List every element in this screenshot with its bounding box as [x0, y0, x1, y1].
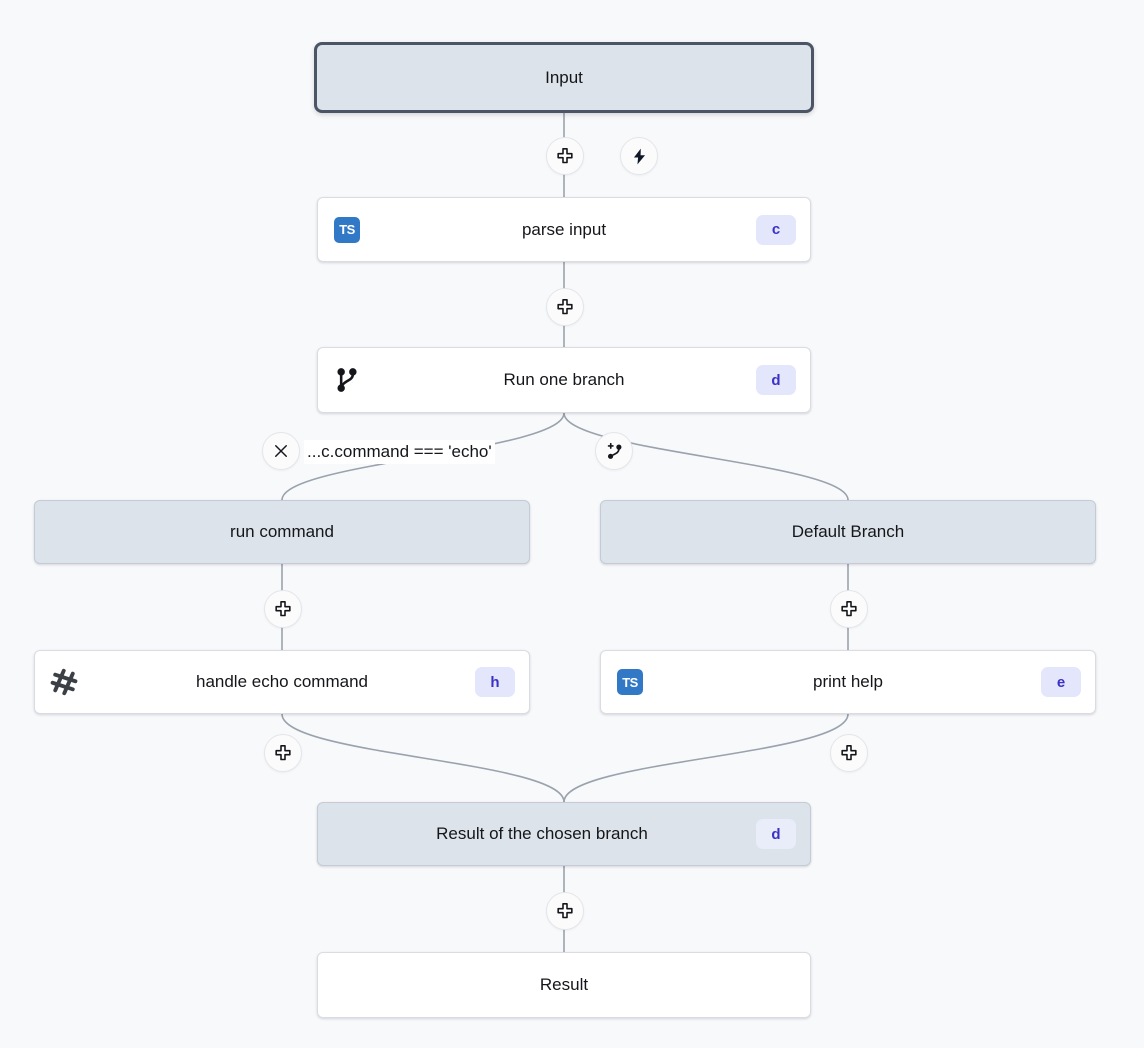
node-result-label: Result [539, 975, 589, 994]
typescript-icon: TS [615, 667, 645, 697]
node-print-help-label: print help [813, 672, 883, 691]
shortcut-badge-h[interactable]: h [475, 667, 515, 697]
node-branch-default[interactable]: Default Branch [600, 500, 1096, 564]
add-step-plus-icon-1[interactable] [546, 137, 584, 175]
node-run-one-branch[interactable]: Run one branch d [317, 347, 811, 413]
add-step-plus-icon-5[interactable] [264, 734, 302, 772]
git-branch-icon [332, 365, 362, 395]
shortcut-badge-d[interactable]: d [756, 365, 796, 395]
shortcut-badge-d-result[interactable]: d [756, 819, 796, 849]
node-result-of-chosen-branch-label: Result of the chosen branch [436, 824, 648, 843]
node-parse-input-label: parse input [521, 219, 607, 239]
node-branch-run-command[interactable]: run command [34, 500, 530, 564]
node-handle-echo-command[interactable]: handle echo command h [34, 650, 530, 714]
add-step-plus-icon-6[interactable] [830, 734, 868, 772]
add-step-plus-icon-7[interactable] [546, 892, 584, 930]
shortcut-badge-c[interactable]: c [756, 214, 796, 245]
node-input[interactable]: Input [314, 42, 814, 113]
node-print-help[interactable]: TS print help e [600, 650, 1096, 714]
edge-printhelp-result [563, 713, 849, 803]
lightning-bolt-icon[interactable] [620, 137, 658, 175]
node-result[interactable]: Result [317, 952, 811, 1018]
edge-handleecho-result [281, 713, 565, 803]
shortcut-badge-e[interactable]: e [1041, 667, 1081, 697]
add-branch-icon[interactable] [595, 432, 633, 470]
add-step-plus-icon-3[interactable] [264, 590, 302, 628]
node-input-label: Input [545, 67, 583, 87]
node-branch-default-label: Default Branch [791, 522, 905, 541]
branch-condition-label[interactable]: ...c.command === 'echo' [304, 440, 495, 464]
delete-branch-x-icon[interactable] [262, 432, 300, 470]
add-step-plus-icon-2[interactable] [546, 288, 584, 326]
node-handle-echo-command-label: handle echo command [195, 672, 368, 691]
bash-hash-icon [49, 667, 79, 697]
add-step-plus-icon-4[interactable] [830, 590, 868, 628]
node-run-one-branch-label: Run one branch [503, 370, 625, 389]
node-parse-input[interactable]: TS parse input c [317, 197, 811, 262]
typescript-icon: TS [332, 215, 362, 245]
node-result-of-chosen-branch[interactable]: Result of the chosen branch d [317, 802, 811, 866]
node-branch-run-command-label: run command [230, 522, 334, 541]
